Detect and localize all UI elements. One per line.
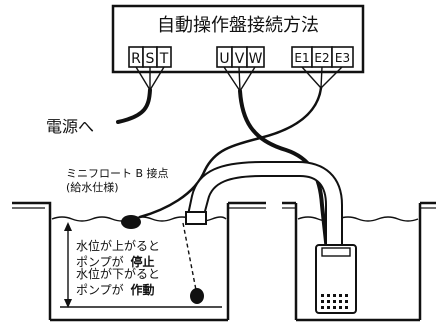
rise-note-line2: ポンプが 停止 [76,254,154,269]
terminal-e2: E2 [314,51,329,65]
tank-and-ground [12,201,436,322]
terminal-s: S [146,51,155,67]
control-panel: 自動操作盤接続方法 R S T U V W E1 E2 E3 [111,4,365,74]
rise-note-line1: 水位が上がると [76,238,160,253]
pump-intake-grid [321,294,348,309]
float-switch-high [121,215,141,229]
terminal-r: R [131,51,141,67]
terminal-group-motor: U V W [216,46,265,68]
terminal-v: V [235,51,245,67]
terminal-group-electrodes: E1 E2 E3 [291,46,354,68]
power-label: 電源へ [46,117,94,136]
power-cable [116,88,152,124]
level-range-arrow [64,222,72,308]
float-switch-label: ミニフロート B 接点 [66,167,169,180]
terminal-u: U [219,51,229,67]
terminal-e1: E1 [294,51,309,65]
terminal-w: W [249,51,263,67]
float-travel-path [182,222,197,291]
discharge-pipe [185,161,343,246]
terminal-t: T [159,51,169,67]
terminal-group-power: R S T [128,46,172,68]
terminal-e3: E3 [335,51,350,65]
float-switch-spec: (給水仕様) [66,180,119,194]
float-switch-cable [138,86,323,219]
water-surface-right [297,216,419,222]
panel-title: 自動操作盤接続方法 [157,15,319,36]
float-switch-low [190,288,204,304]
submersible-pump [315,244,357,314]
fall-note-line2: ポンプが 作動 [76,282,154,297]
fall-note-line1: 水位が下がると [76,266,160,281]
terminal-lead-wires [135,66,343,92]
